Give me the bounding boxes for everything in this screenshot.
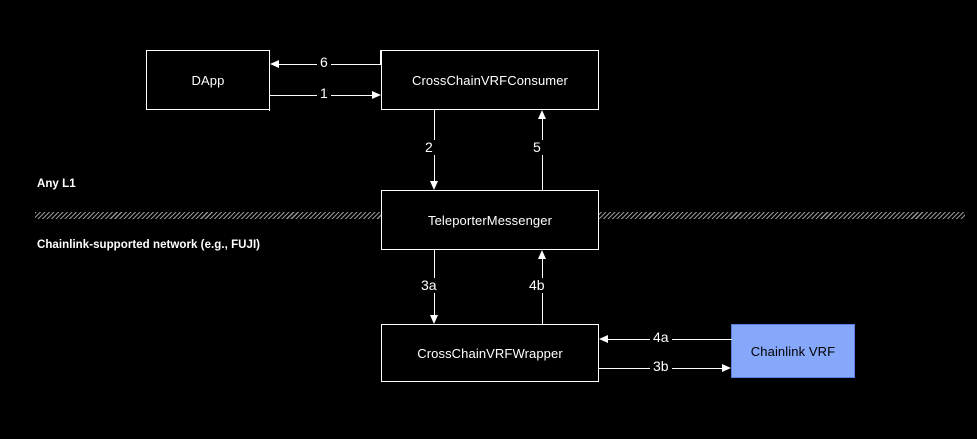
zone-label-chainlink-network: Chainlink-supported network (e.g., FUJI) [37,239,261,251]
edge-3a-label: 3a [418,278,440,293]
node-teleportermessenger-label: TeleporterMessenger [427,212,553,228]
edge-6-label: 6 [317,55,331,70]
edge-3b-label: 3b [650,359,672,374]
edge-5-arrowhead [538,110,546,119]
edge-5-label: 5 [530,140,544,155]
edge-2-arrowhead [430,181,438,190]
edge-1-label: 1 [317,86,331,101]
node-chainlink-vrf[interactable]: Chainlink VRF [731,324,855,378]
edge-2-label: 2 [422,140,436,155]
edge-1-arrowhead [372,91,381,99]
node-dapp-label: DApp [191,72,225,88]
edge-6-arrowhead [270,60,279,68]
node-teleportermessenger[interactable]: TeleporterMessenger [381,190,599,250]
edge-3a-arrowhead [430,315,438,324]
edge-4a-label: 4a [650,330,672,345]
zone-label-any-l1: Any L1 [37,178,76,190]
node-crosschainvrfwrapper[interactable]: CrossChainVRFWrapper [381,324,599,382]
edge-4a-arrowhead [599,335,608,343]
edge-4b-label: 4b [526,278,548,293]
edge-1-stub [269,95,271,111]
edge-4b-arrowhead [538,250,546,259]
edge-3b-arrowhead [722,364,731,372]
node-crosschainvrfwrapper-label: CrossChainVRFWrapper [417,345,563,361]
node-crosschainvrfconsumer-label: CrossChainVRFConsumer [412,72,568,88]
node-chainlink-vrf-label: Chainlink VRF [750,343,836,359]
node-dapp[interactable]: DApp [146,50,270,110]
edge-6-stub [380,50,382,65]
node-crosschainvrfconsumer[interactable]: CrossChainVRFConsumer [381,50,599,110]
